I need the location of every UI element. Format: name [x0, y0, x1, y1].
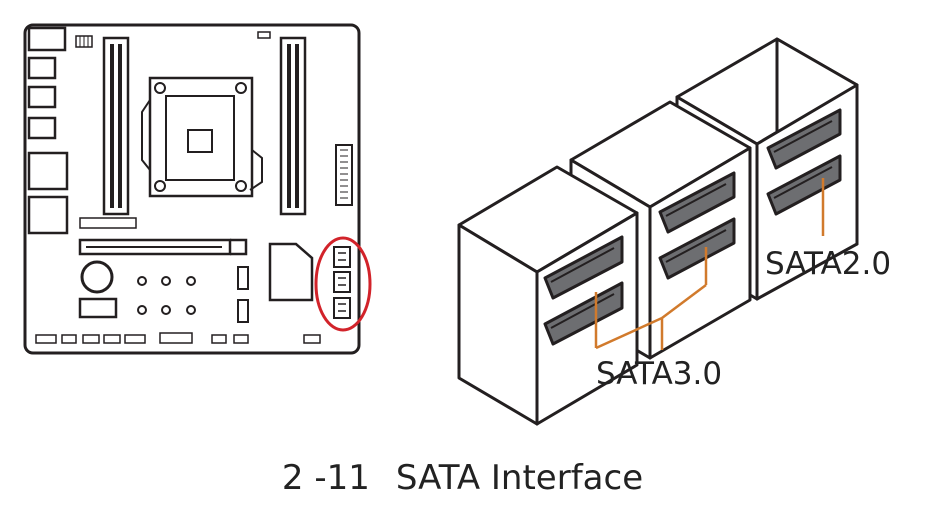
motherboard-icon	[23, 23, 361, 355]
figure-caption: 2 -11 SATA Interface	[0, 458, 925, 498]
sata2-label: SATA2.0	[765, 246, 892, 282]
caption-number: 2 -11	[281, 458, 370, 498]
sata-highlight	[314, 236, 372, 332]
leader-lines	[594, 178, 825, 350]
sata3-block-front	[457, 165, 639, 426]
sata-connector-block-icon	[457, 37, 859, 426]
caption-title: SATA Interface	[395, 458, 644, 498]
sata3-label: SATA3.0	[596, 356, 723, 392]
